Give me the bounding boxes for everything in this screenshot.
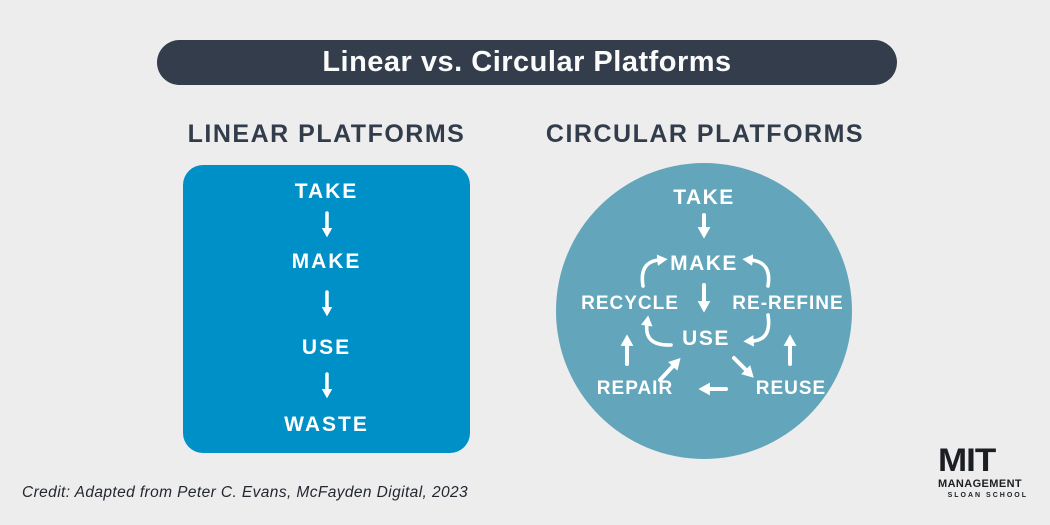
down-arrow-icon bbox=[183, 289, 470, 319]
circular-node-use: USE bbox=[682, 327, 730, 350]
arrow-repair-to-use-icon bbox=[658, 357, 681, 382]
linear-flow-panel: TAKE MAKE USE WASTE bbox=[183, 165, 470, 453]
linear-step-make: MAKE bbox=[291, 250, 362, 273]
circular-node-make: MAKE bbox=[670, 252, 738, 275]
circular-node-recycle: RECYCLE bbox=[581, 293, 679, 314]
credit-text: Credit: Adapted from Peter C. Evans, McF… bbox=[22, 484, 469, 501]
linear-step-waste: WASTE bbox=[284, 413, 369, 436]
down-arrow-icon bbox=[183, 371, 470, 401]
linear-step-use: USE bbox=[301, 336, 352, 359]
circular-flow-panel: TAKE MAKE RECYCLE RE-REFINE USE REPAIR R… bbox=[556, 163, 852, 459]
mit-logo-management: MANAGEMENT bbox=[938, 478, 1023, 490]
circular-node-take: TAKE bbox=[673, 186, 735, 209]
circular-node-repair: REPAIR bbox=[597, 378, 673, 399]
circular-node-reuse: REUSE bbox=[756, 378, 826, 399]
mit-logo-sloan-school: SLOAN SCHOOL bbox=[947, 492, 1028, 499]
circular-node-rerefine: RE-REFINE bbox=[732, 293, 843, 314]
arrow-recycle-to-make-icon bbox=[640, 254, 668, 288]
linear-platforms-heading: LINEAR PLATFORMS bbox=[187, 120, 466, 148]
arrow-rerefine-to-make-icon bbox=[742, 254, 771, 288]
down-arrow-icon bbox=[183, 210, 470, 240]
circular-flow-diagram: TAKE MAKE RECYCLE RE-REFINE USE REPAIR R… bbox=[581, 186, 843, 399]
page-title: Linear vs. Circular Platforms bbox=[322, 46, 732, 78]
mit-sloan-logo: MIT MANAGEMENT SLOAN SCHOOL bbox=[938, 442, 1028, 499]
title-banner: Linear vs. Circular Platforms bbox=[157, 40, 897, 85]
arrow-use-to-reuse-icon bbox=[732, 356, 754, 378]
mit-logo-wordmark: MIT bbox=[938, 442, 996, 479]
linear-step-take: TAKE bbox=[294, 180, 359, 203]
arrow-use-to-recycle-icon bbox=[641, 315, 673, 347]
arrow-rerefine-to-use-icon bbox=[743, 313, 771, 347]
circular-platforms-heading: CIRCULAR PLATFORMS bbox=[545, 120, 865, 148]
